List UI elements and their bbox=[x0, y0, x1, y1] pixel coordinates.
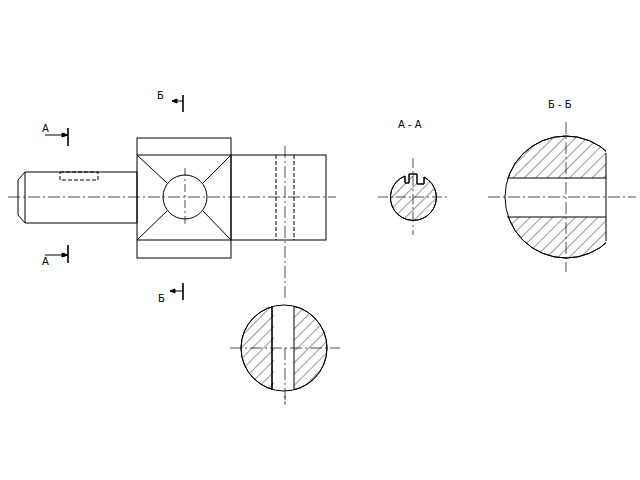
section-letter: Б bbox=[158, 294, 165, 304]
section-title: Б - Б bbox=[548, 100, 572, 110]
section-letter: Б bbox=[157, 91, 164, 101]
section-title: А - А bbox=[398, 120, 422, 130]
section-letter: А bbox=[42, 257, 49, 267]
section-letter: А bbox=[42, 124, 49, 134]
